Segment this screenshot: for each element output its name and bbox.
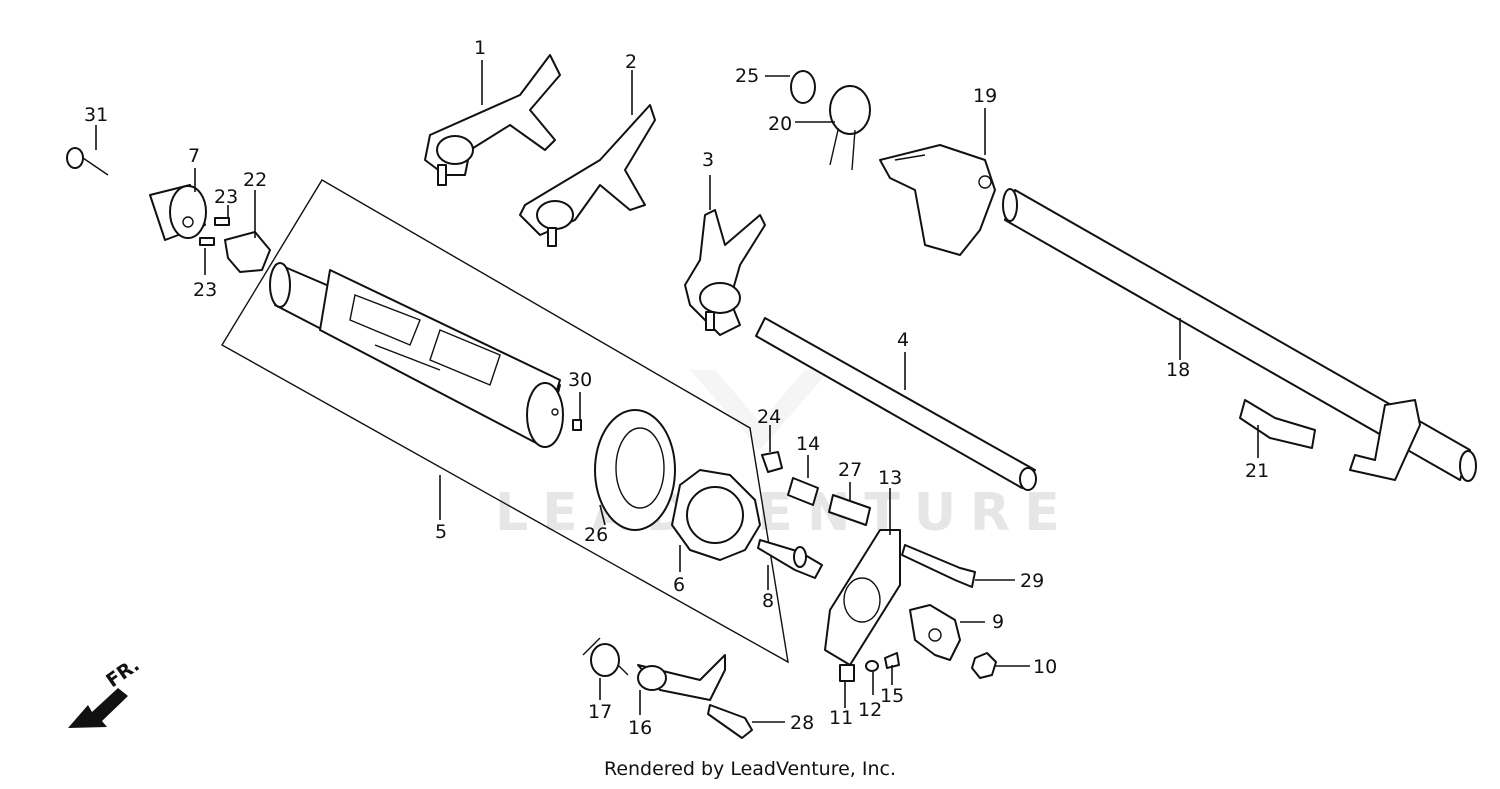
- return-spring[interactable]: [582, 637, 629, 677]
- pin-bolt[interactable]: [757, 539, 823, 579]
- guide-plate[interactable]: [824, 529, 901, 666]
- dowel-30[interactable]: [572, 419, 582, 431]
- callout-labels: 1 2 3 4 5 6 7 8 9 10 11 12 15 13 14 16 1…: [84, 37, 1269, 739]
- gearshift-arm[interactable]: [637, 654, 726, 701]
- leader-lines: [95, 60, 1259, 723]
- callout-22: 22: [243, 169, 267, 191]
- callout-3: 3: [702, 149, 714, 171]
- callout-18: 18: [1166, 359, 1190, 381]
- callout-7: 7: [188, 145, 200, 167]
- stopper-arm[interactable]: [909, 604, 961, 661]
- fork-shaft[interactable]: [755, 317, 1037, 491]
- stud-bolt[interactable]: [1239, 399, 1316, 449]
- callout-25: 25: [735, 65, 759, 87]
- callout-12: 12: [858, 699, 882, 721]
- flange-bolt-28[interactable]: [707, 704, 753, 739]
- callout-4: 4: [897, 329, 909, 351]
- shift-fork-2[interactable]: [519, 104, 656, 247]
- shift-arm-plate[interactable]: [879, 144, 996, 256]
- callout-23-upper: 23: [214, 186, 238, 208]
- dowel-pin[interactable]: [787, 477, 819, 506]
- callout-23-lower: 23: [193, 279, 217, 301]
- nut[interactable]: [971, 652, 997, 679]
- shift-fork-1[interactable]: [424, 54, 561, 186]
- callout-21: 21: [1245, 460, 1269, 482]
- pin-lower[interactable]: [199, 237, 215, 246]
- drum-bearing[interactable]: [149, 184, 207, 241]
- callout-11: 11: [829, 707, 853, 729]
- callout-28: 28: [790, 712, 814, 734]
- callout-30: 30: [568, 369, 592, 391]
- callout-8: 8: [762, 590, 774, 612]
- footer-credit: Rendered by LeadVenture, Inc.: [603, 758, 897, 780]
- pin-27[interactable]: [828, 494, 871, 526]
- callout-15: 15: [880, 685, 904, 707]
- direction-label: FR.: [102, 654, 143, 692]
- watermark-logo: [690, 370, 830, 450]
- shift-drum-star[interactable]: [671, 469, 761, 561]
- watermark-text: LEADVENTURE: [495, 483, 1074, 543]
- gearshift-spindle[interactable]: [1002, 188, 1477, 482]
- detent-spring[interactable]: [884, 652, 900, 669]
- drum-plate[interactable]: [224, 231, 271, 273]
- callout-16: 16: [628, 717, 652, 739]
- ball-bearing[interactable]: [594, 409, 676, 531]
- callout-13: 13: [878, 467, 902, 489]
- shift-drum[interactable]: [269, 262, 564, 448]
- callout-9: 9: [992, 611, 1004, 633]
- callout-2: 2: [625, 51, 637, 73]
- pin-upper[interactable]: [214, 217, 230, 226]
- shift-fork-3[interactable]: [684, 209, 766, 336]
- callout-24: 24: [757, 406, 781, 428]
- callout-19: 19: [973, 85, 997, 107]
- flange-bolt-29[interactable]: [901, 544, 976, 588]
- detent-ball[interactable]: [865, 660, 879, 672]
- callout-1: 1: [474, 37, 486, 59]
- callout-27: 27: [838, 459, 862, 481]
- callout-17: 17: [588, 701, 612, 723]
- callout-14: 14: [796, 433, 820, 455]
- assembly-outline: [221, 179, 789, 664]
- callout-26: 26: [584, 524, 608, 546]
- callout-6: 6: [673, 574, 685, 596]
- screw[interactable]: [66, 147, 109, 176]
- collar[interactable]: [839, 664, 855, 682]
- front-arrow-icon: [68, 688, 128, 728]
- callout-10: 10: [1033, 656, 1057, 678]
- washer[interactable]: [790, 70, 816, 104]
- callout-29: 29: [1020, 570, 1044, 592]
- callout-5: 5: [435, 521, 447, 543]
- collar-nut[interactable]: [761, 451, 783, 473]
- torsion-spring[interactable]: [829, 85, 871, 171]
- callout-31: 31: [84, 104, 108, 126]
- callout-20: 20: [768, 113, 792, 135]
